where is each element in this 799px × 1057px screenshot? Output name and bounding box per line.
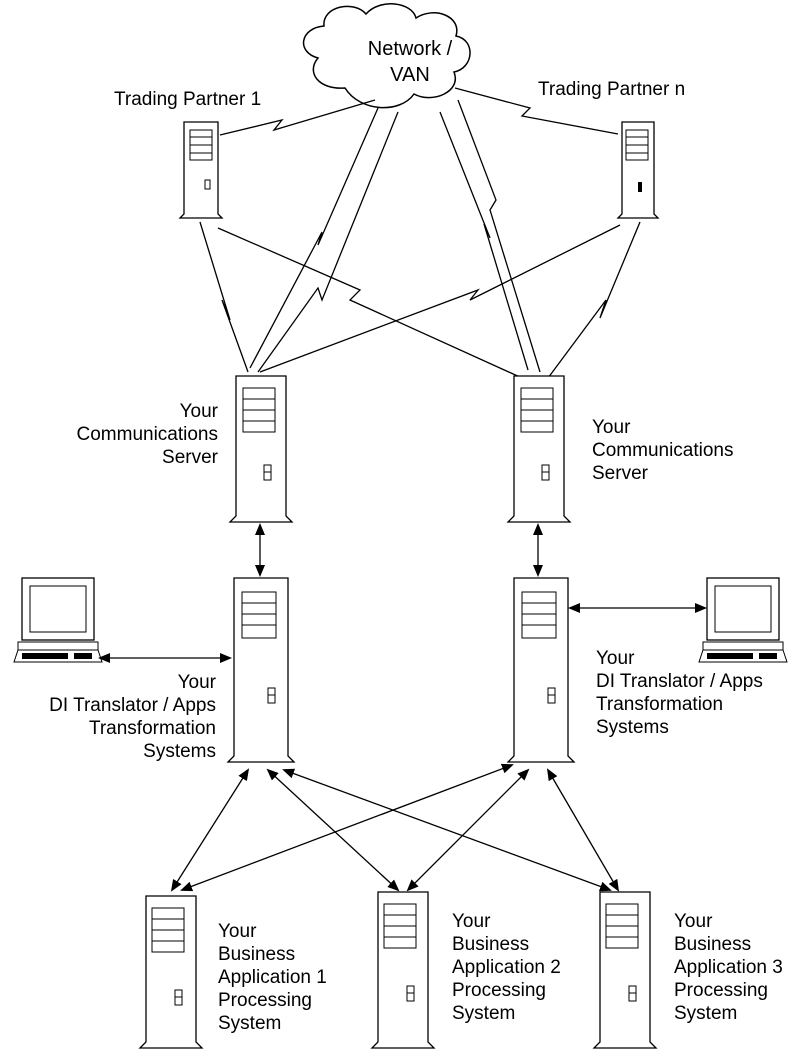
translator-left-tower xyxy=(226,577,296,763)
link-cloud-partner1 xyxy=(219,99,376,136)
business-app1-line1: Your xyxy=(218,921,257,942)
link-cloud-comm-right-a xyxy=(439,111,529,371)
arrow-tr-app2 xyxy=(406,768,530,892)
business-app1-line2: Business xyxy=(218,944,296,965)
comm-server-left-label: Your Communications Server xyxy=(40,400,219,469)
comm-server-left-line2: Communications xyxy=(76,424,219,445)
translator-left-line1: Your xyxy=(177,672,216,693)
business-app3-line4: Processing xyxy=(674,980,768,1001)
link-cloud-partnern xyxy=(454,87,619,135)
business-app2-line5: System xyxy=(452,1003,516,1024)
translator-right-tower xyxy=(506,577,576,763)
link-cloud-comm-left-a xyxy=(249,107,379,369)
business-app3-line3: Application 3 xyxy=(674,957,783,978)
comm-server-left-line3: Server xyxy=(162,447,218,468)
business-app3-line1: Your xyxy=(674,911,713,932)
partnern-tower xyxy=(616,121,660,219)
business-app1-label: Your Business Application 1 Processing S… xyxy=(218,920,358,1035)
translator-left-line2: DI Translator / Apps xyxy=(49,695,216,716)
business-app1-line4: Processing xyxy=(218,990,312,1011)
terminal-right xyxy=(698,577,788,663)
business-app1-tower xyxy=(138,895,204,1049)
link-partner1-comm-right xyxy=(217,227,523,379)
comm-server-right-label: Your Communications Server xyxy=(592,416,772,485)
translator-right-line4: Systems xyxy=(596,717,669,738)
business-app3-tower xyxy=(592,891,658,1049)
business-app3-line2: Business xyxy=(674,934,752,955)
comm-server-right-line2: Communications xyxy=(592,440,734,461)
comm-server-right-line3: Server xyxy=(592,463,648,484)
link-cloud-comm-left-b xyxy=(257,111,399,373)
business-app2-line4: Processing xyxy=(452,980,546,1001)
translator-right-line3: Transformation xyxy=(596,694,724,715)
comm-server-left-line1: Your xyxy=(179,401,218,422)
business-app1-line5: System xyxy=(218,1013,282,1034)
business-app2-label: Your Business Application 2 Processing S… xyxy=(452,910,592,1025)
network-label: Network / VAN xyxy=(340,36,480,88)
business-app2-line3: Application 2 xyxy=(452,957,561,978)
link-cloud-comm-right-b xyxy=(457,99,541,373)
comm-server-right-line1: Your xyxy=(592,417,631,438)
translator-right-line2: DI Translator / Apps xyxy=(596,671,763,692)
arrow-tl-app1 xyxy=(170,768,250,892)
terminal-left xyxy=(13,577,103,663)
business-app2-line2: Business xyxy=(452,934,530,955)
partner1-label: Trading Partner 1 xyxy=(114,89,262,110)
link-partner1-comm-left xyxy=(199,221,249,373)
business-app2-line1: Your xyxy=(452,911,491,932)
translator-right-label: Your DI Translator / Apps Transformation… xyxy=(596,647,796,739)
network-label-line2: VAN xyxy=(390,64,430,86)
translator-left-line4: Systems xyxy=(143,741,216,762)
comm-server-right-tower xyxy=(506,375,572,523)
translator-left-line3: Transformation xyxy=(88,718,216,739)
business-app3-line5: System xyxy=(674,1003,738,1024)
link-partnern-comm-left xyxy=(259,224,621,373)
partner1-tower xyxy=(178,121,224,219)
translator-right-line1: Your xyxy=(596,648,635,669)
link-partnern-comm-right xyxy=(547,221,641,379)
arrow-tr-app3 xyxy=(546,768,620,892)
translator-left-label: Your DI Translator / Apps Transformation… xyxy=(0,671,216,763)
business-app3-label: Your Business Application 3 Processing S… xyxy=(674,910,798,1025)
network-label-line1: Network / xyxy=(367,38,453,60)
comm-server-left-tower xyxy=(228,375,294,523)
business-app1-line3: Application 1 xyxy=(218,967,327,988)
business-app2-tower xyxy=(370,891,436,1049)
partnern-label: Trading Partner n xyxy=(538,79,686,100)
arrow-tr-app1 xyxy=(180,763,514,892)
network-cloud xyxy=(302,3,471,109)
